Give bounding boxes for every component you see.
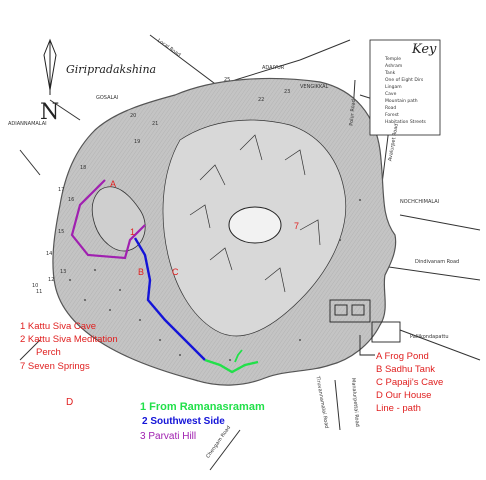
legend-left-item: Perch xyxy=(36,347,61,358)
marker-7: 7 xyxy=(294,221,300,231)
key-item: Tank xyxy=(385,71,396,76)
key-box xyxy=(369,39,441,136)
blue-route xyxy=(133,237,206,361)
key-item: Forest xyxy=(385,113,399,118)
marker-a: A xyxy=(110,179,117,189)
map-number: 21 xyxy=(152,121,159,127)
key-item: Mountain path xyxy=(385,99,418,104)
mountain-peaks xyxy=(162,119,347,337)
green-route xyxy=(204,358,259,374)
marker-c: C xyxy=(172,267,179,277)
key-item: One of Eight Dirs xyxy=(385,78,424,83)
legend-left-item: 2 Kattu Siva Meditation xyxy=(20,334,118,345)
map-number: 11 xyxy=(36,289,43,295)
map-number: 23 xyxy=(284,89,291,95)
map-number: 13 xyxy=(60,269,67,275)
legend-right-item: B Sadhu Tank xyxy=(376,364,435,375)
map-number: 22 xyxy=(258,97,265,103)
marker-d: D xyxy=(66,397,74,408)
key-item: Ashram xyxy=(385,64,403,69)
legend-right-item: C Papaji's Cave xyxy=(376,377,444,388)
place-gosalai: GOSALAI xyxy=(96,95,119,101)
north-arrow-icon xyxy=(43,38,57,95)
route-blue-label: 2 Southwest Side xyxy=(142,416,225,427)
key-item: Cave xyxy=(385,92,397,97)
legend-right-item: D Our House xyxy=(376,390,432,401)
place-adiannamalai: ADIANNAMALAI xyxy=(8,121,47,127)
key-title: Key xyxy=(412,42,437,57)
purple-route xyxy=(70,179,146,260)
route-purple-label: 3 Parvati Hill xyxy=(140,431,197,442)
north-letter: N xyxy=(40,100,60,125)
map-number: 16 xyxy=(68,197,75,203)
marker-b: B xyxy=(138,267,145,277)
scatter-dots xyxy=(69,199,361,361)
key-item: Temple xyxy=(385,57,402,62)
place-pallikondapattu: Pallikondapattu xyxy=(410,334,449,340)
place-adaiyur: ADAIYUR xyxy=(262,65,285,71)
map-number: 25 xyxy=(224,77,231,83)
legend-right-item: A Frog Pond xyxy=(376,351,429,362)
map-number: 12 xyxy=(48,277,55,283)
legend-left-item: 7 Seven Springs xyxy=(20,361,90,372)
map-title: Giripradakshina xyxy=(66,63,157,76)
map-number: 19 xyxy=(134,139,141,145)
map-number: 14 xyxy=(46,251,53,257)
ashram-complex xyxy=(329,299,401,356)
key-item: Road xyxy=(385,106,397,111)
map-number: 20 xyxy=(130,113,137,119)
place-nochchimalai: NOCHCHIMALAI xyxy=(400,199,440,205)
place-dindivanam-road: Dindivanam Road xyxy=(415,259,460,265)
legend-left-item: 1 Kattu Siva Cave xyxy=(20,321,97,332)
map-number: 10 xyxy=(32,283,39,289)
parvati-ridge xyxy=(91,186,146,252)
route-green-label: 1 From Ramanasramam xyxy=(140,401,265,413)
key-item: Lingam xyxy=(385,85,402,90)
place-vengikkal: VENGIKKAL xyxy=(300,84,329,90)
key-item: Habitation Streets xyxy=(385,120,426,125)
green-route-spur xyxy=(234,349,243,363)
legend-right-item: Line - path xyxy=(376,403,421,414)
map-number: 18 xyxy=(80,165,87,171)
map-number: 15 xyxy=(58,229,65,235)
marker-1: 1 xyxy=(130,227,136,237)
map-number: 17 xyxy=(58,187,65,193)
